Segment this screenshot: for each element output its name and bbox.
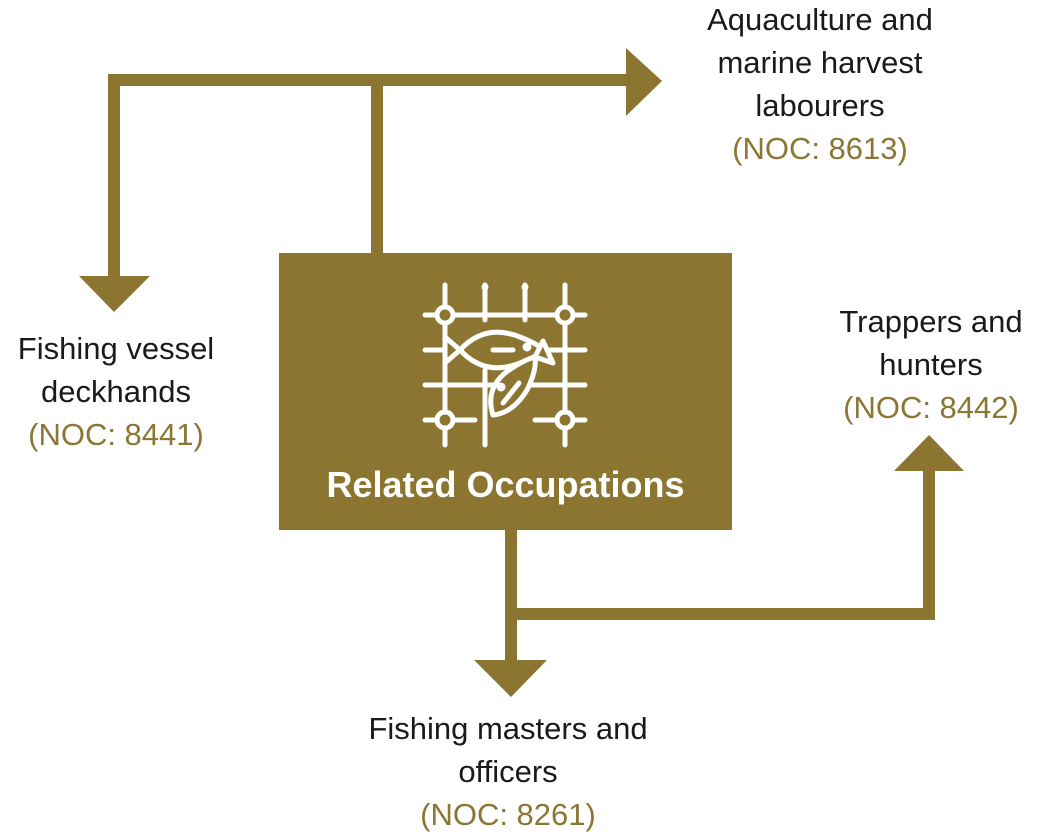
occupation-name: Fishing masters and officers <box>368 711 648 789</box>
occupation-name: Aquaculture and marine harvest labourers <box>707 2 933 123</box>
occupation-deckhands: Fishing vessel deckhands (NOC: 8441) <box>0 327 232 456</box>
occupation-noc: (NOC: 8613) <box>732 131 908 166</box>
occupation-aquaculture: Aquaculture and marine harvest labourers… <box>664 0 976 170</box>
fishing-net-icon <box>422 282 588 448</box>
occupation-trappers: Trappers and hunters (NOC: 8442) <box>826 300 1036 429</box>
occupation-masters: Fishing masters and officers (NOC: 8261) <box>348 707 668 836</box>
arrow-down-masters <box>474 660 547 697</box>
occupation-noc: (NOC: 8442) <box>843 390 1019 425</box>
arrow-up-trappers <box>894 435 964 471</box>
occupation-noc: (NOC: 8441) <box>28 417 204 452</box>
arrow-down-deckhands <box>79 276 150 312</box>
occupation-name: Trappers and hunters <box>839 304 1023 382</box>
occupation-name: Fishing vessel deckhands <box>17 331 215 409</box>
occupation-noc: (NOC: 8261) <box>420 797 596 832</box>
related-occupations-box: Related Occupations <box>279 253 732 530</box>
arrow-right-aquaculture <box>626 48 662 116</box>
center-title: Related Occupations <box>326 464 685 505</box>
